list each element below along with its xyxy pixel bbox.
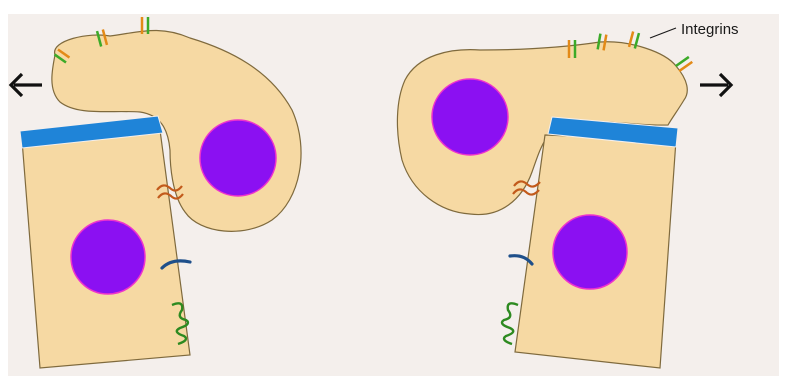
left-resident-nucleus <box>71 220 145 294</box>
integrins-label: Integrins <box>681 21 739 38</box>
right-resident-nucleus <box>553 215 627 289</box>
left-migrating-nucleus <box>200 120 276 196</box>
right-migrating-nucleus <box>432 79 508 155</box>
